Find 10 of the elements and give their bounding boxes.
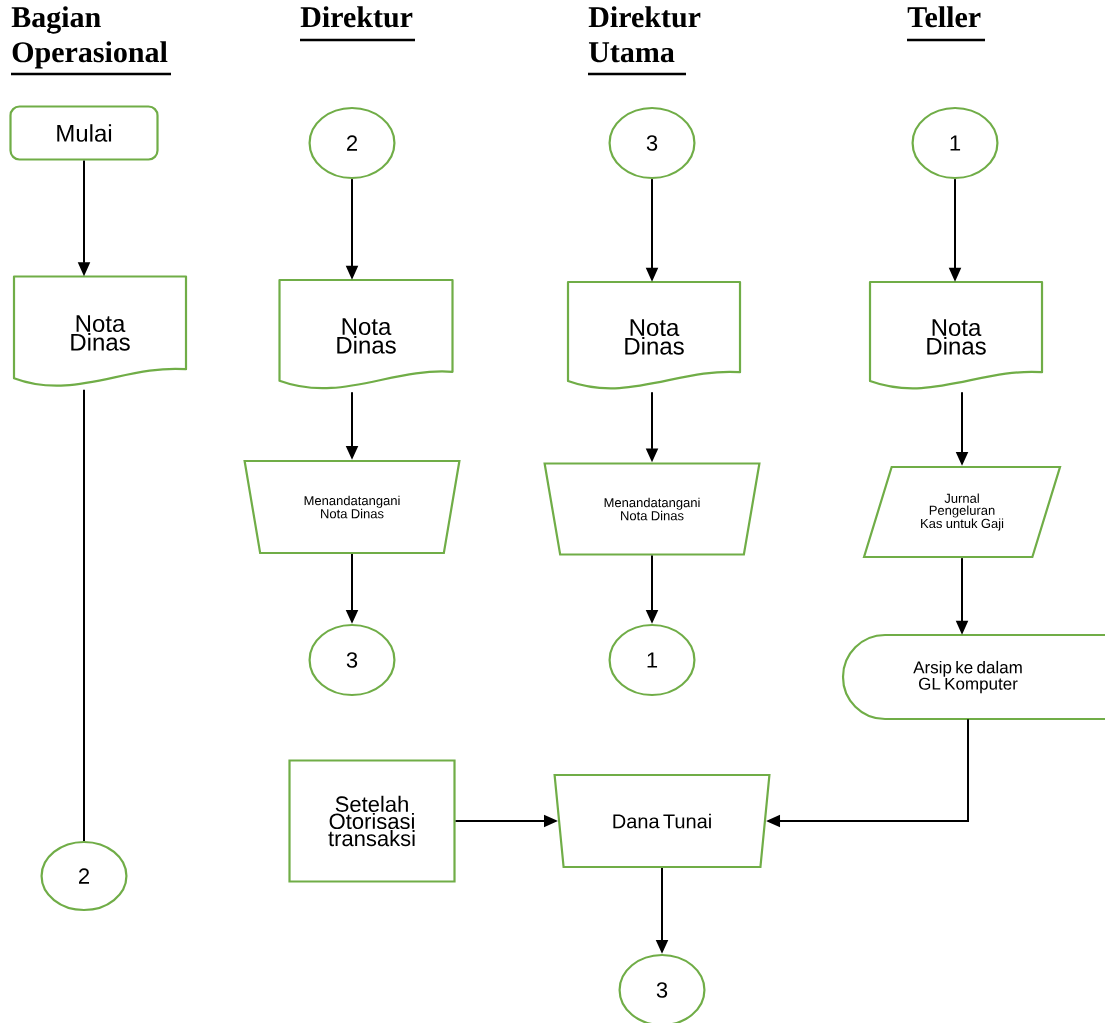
- start-terminal: Mulai: [9, 105, 159, 161]
- manual-operation-trapezoid: Menandatangani Nota Dinas: [243, 459, 461, 555]
- process-box: Setelah Otorisasi transaksi: [288, 759, 456, 883]
- manual-operation-trapezoid: Menandatangani Nota Dinas: [543, 462, 761, 556]
- column-heading: Direktur Utama: [588, 6, 701, 76]
- data-parallelogram: Jurnal Pengeluran Kas untuk Gaji: [862, 465, 1062, 559]
- column-heading: Bagian Operasional: [11, 6, 171, 76]
- column-heading: Teller: [907, 6, 985, 42]
- manual-operation-trapezoid: Dana Tunai: [553, 773, 771, 869]
- column-heading: Direktur: [300, 6, 415, 42]
